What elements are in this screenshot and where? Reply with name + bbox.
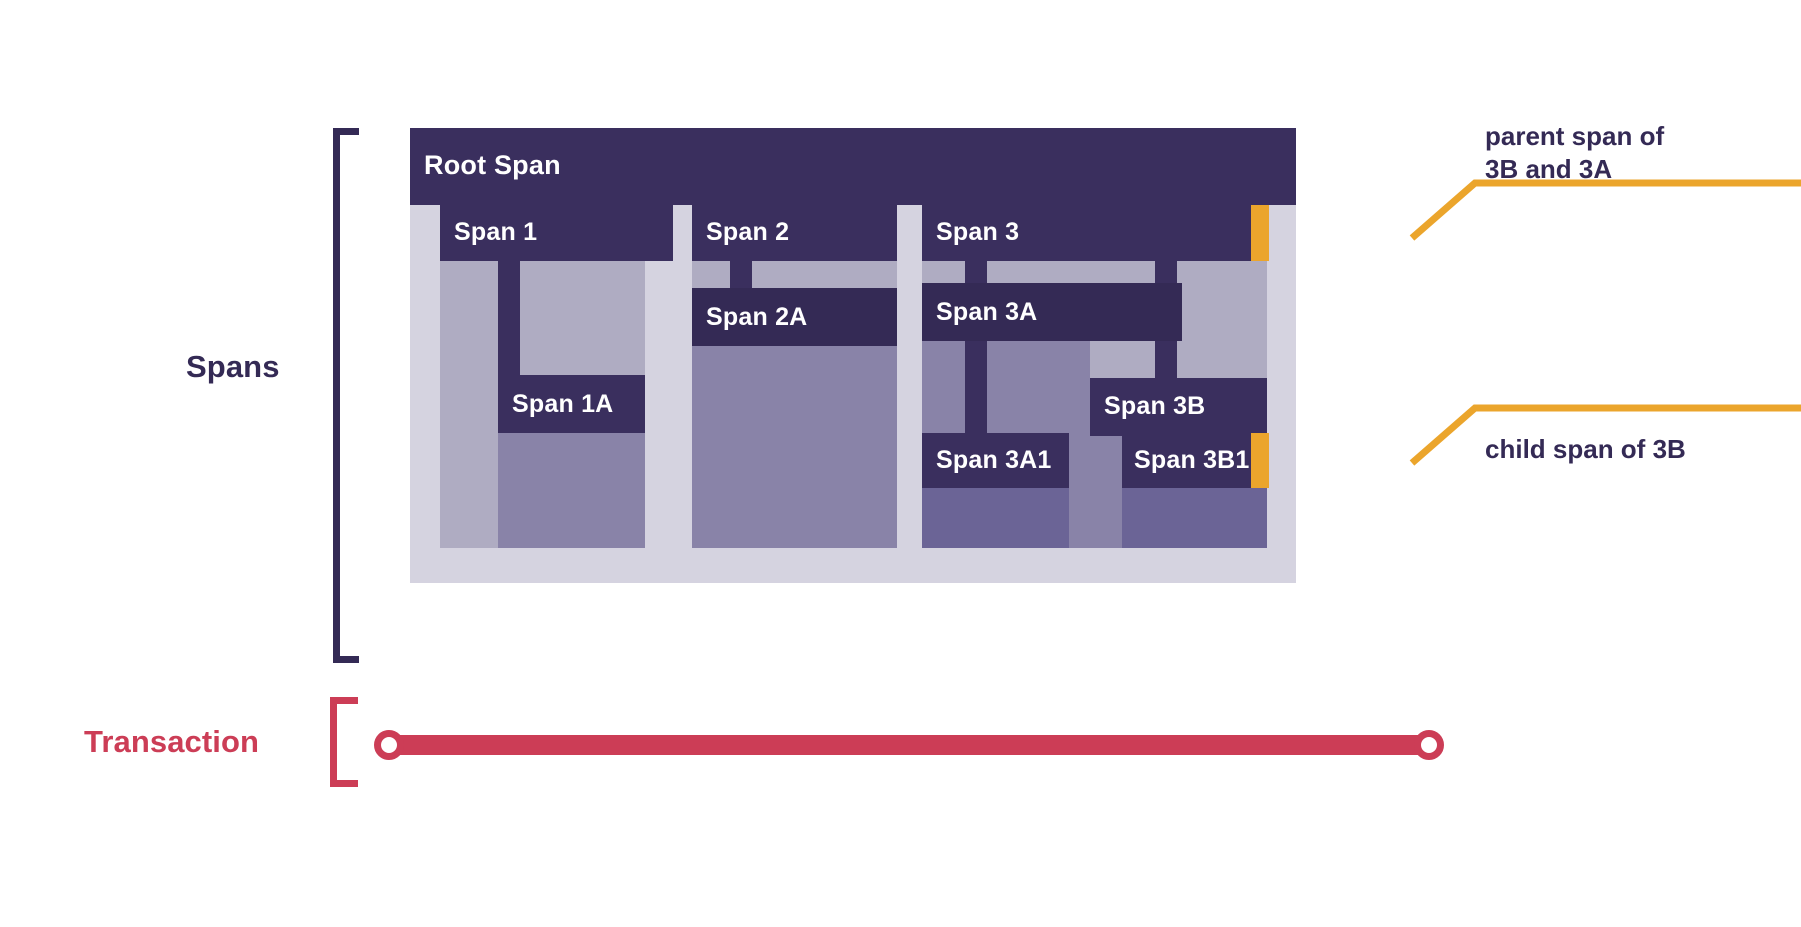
span-bar-span2a (692, 288, 897, 346)
span-bar-span3b (1090, 378, 1267, 436)
annotation-leader-lines (1409, 179, 1801, 466)
span-bar-span3b1 (1122, 433, 1267, 488)
spans-tree: Root Span Span 1 Span 1A Span 2 Span 2A … (410, 128, 1430, 663)
span-bar-root (410, 128, 1296, 205)
annotation-child-span: child span of 3B (1485, 434, 1686, 464)
span-bar-span3a (922, 283, 1182, 341)
annotation-parent-span: parent span of 3B and 3A (1485, 121, 1665, 185)
transaction-section-label: Transaction (84, 724, 260, 759)
span-bar-span1 (440, 203, 673, 261)
transaction-bar (382, 735, 1438, 755)
leader-line-child (1409, 404, 1801, 466)
leader-line-parent (1409, 179, 1801, 241)
transaction-start-marker (374, 730, 404, 760)
transaction-end-marker (1414, 730, 1444, 760)
stem-span1-to-span1a (498, 253, 520, 388)
highlight-marker-span3 (1251, 205, 1269, 261)
span-bar-span2 (692, 203, 897, 261)
highlight-marker-span3b1 (1251, 433, 1269, 488)
span-bar-span3 (922, 203, 1267, 261)
spans-section-label: Spans (186, 349, 280, 384)
spans-bracket (333, 128, 359, 663)
depth3-band-span2a (692, 328, 897, 548)
transaction-bracket (330, 697, 358, 787)
span-bar-span3a1 (922, 433, 1069, 488)
span-bar-span1a (498, 375, 645, 433)
